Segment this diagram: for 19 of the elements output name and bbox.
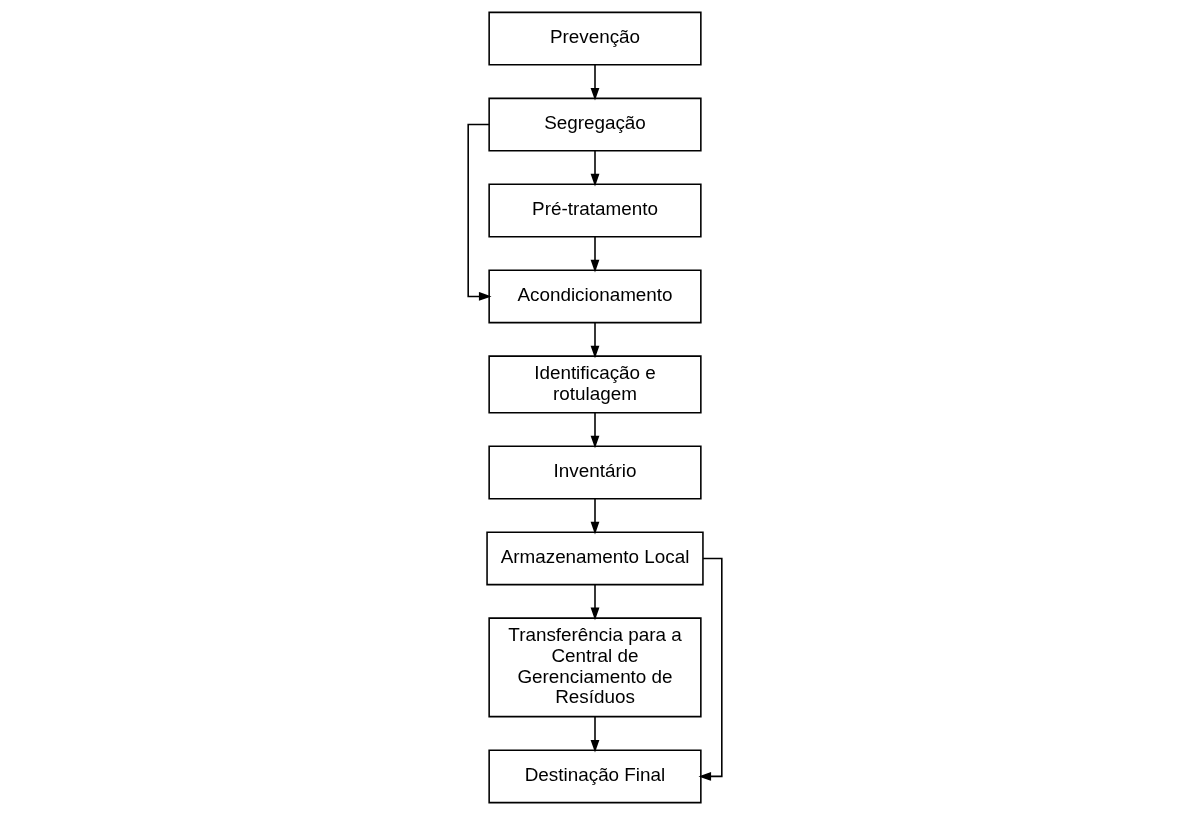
node-box: Segregação — [487, 97, 702, 152]
node-box: Armazenamento Local — [485, 531, 704, 586]
node-box: Identificação e rotulagem — [487, 355, 702, 414]
arrow — [590, 716, 599, 753]
node-box: Prevenção — [487, 11, 702, 66]
node-box: Inventário — [487, 445, 702, 500]
arrow — [590, 150, 599, 187]
arrow — [590, 235, 599, 273]
node-box: Transferência para a Central de Gerenciamento de Resíduos — [487, 617, 702, 718]
arrow — [466, 123, 491, 301]
arrow — [590, 322, 599, 359]
arrow — [698, 557, 723, 781]
arrow — [590, 412, 599, 449]
arrow — [590, 64, 599, 101]
node-box: Destinação Final — [487, 749, 702, 804]
node-box: Pré-tratamento — [487, 183, 702, 238]
arrow — [590, 497, 599, 535]
node-box: Acondicionamento — [487, 269, 702, 324]
arrow — [590, 584, 599, 621]
